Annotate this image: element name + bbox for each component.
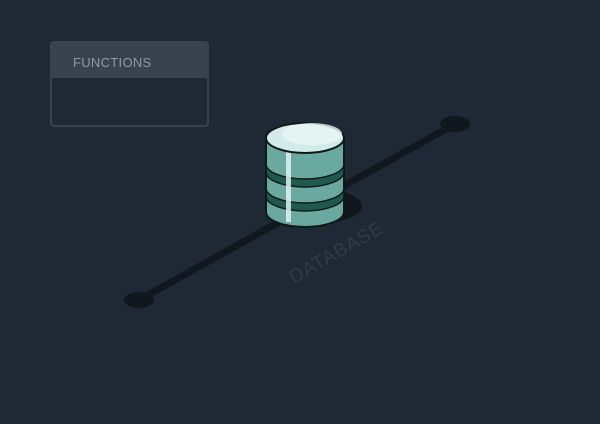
- cylinder-highlight: [286, 150, 291, 222]
- functions-panel[interactable]: FUNCTIONS: [50, 41, 209, 127]
- cylinder-top-sheen: [282, 123, 342, 145]
- cylinder-band-lower: [265, 187, 345, 212]
- database-label: DATABASE: [286, 218, 387, 289]
- connector-end-left[interactable]: [124, 292, 154, 308]
- database-icon[interactable]: [265, 122, 362, 228]
- cylinder-band-upper: [265, 163, 345, 188]
- functions-panel-header: FUNCTIONS: [52, 43, 207, 78]
- functions-panel-title: FUNCTIONS: [73, 55, 152, 70]
- connector-end-right[interactable]: [440, 116, 470, 132]
